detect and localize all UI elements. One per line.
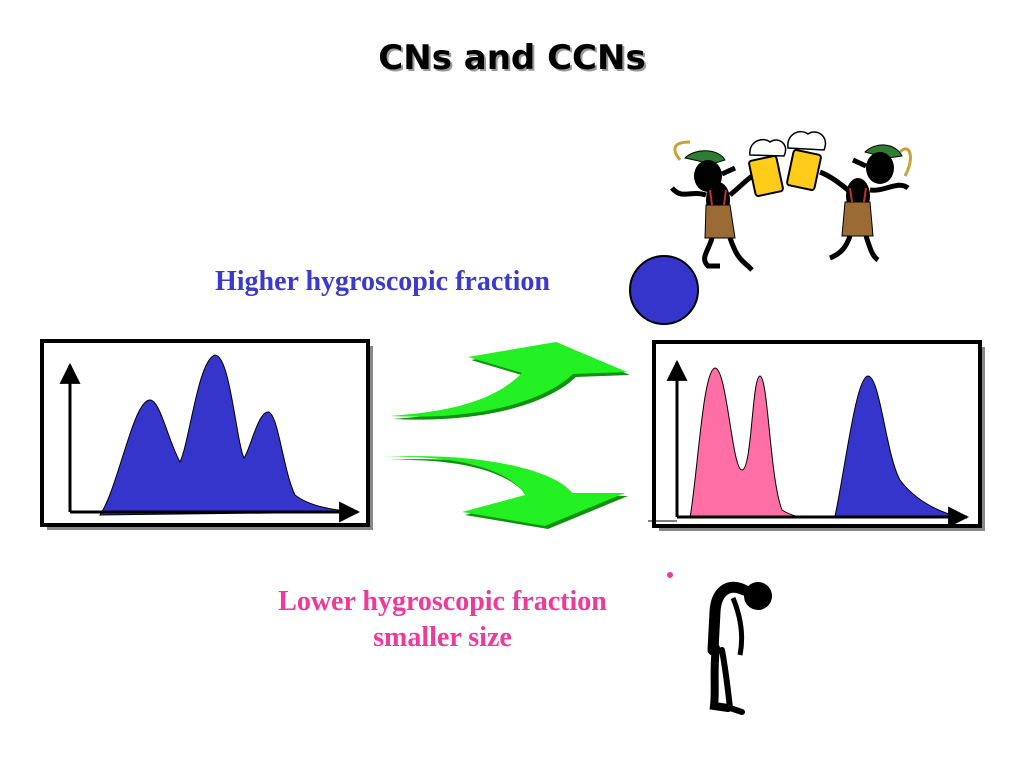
left-distribution-box xyxy=(40,339,373,530)
sad-slumped-figure-icon xyxy=(707,581,772,715)
blue-droplet-icon xyxy=(629,255,699,325)
cheering-figures-with-beer-icon xyxy=(670,130,912,272)
downward-arrow-icon xyxy=(385,456,628,529)
lower-hygroscopic-label: Lower hygroscopic fraction smaller size xyxy=(230,584,655,656)
slide-title: CNs and CCNs xyxy=(378,38,646,78)
hygroscopic-mode xyxy=(834,375,956,517)
smaller-size-line: smaller size xyxy=(373,622,512,653)
mixed-hygroscopic-distribution xyxy=(99,354,356,516)
lower-hygroscopic-line: Lower hygroscopic fraction xyxy=(278,586,607,617)
non-hygroscopic-mode xyxy=(689,367,809,519)
higher-hygroscopic-label: Higher hygroscopic fraction xyxy=(215,266,550,297)
right-distribution-box xyxy=(648,340,985,531)
upward-arrow-icon xyxy=(390,342,630,420)
pink-dot-icon xyxy=(667,572,673,578)
